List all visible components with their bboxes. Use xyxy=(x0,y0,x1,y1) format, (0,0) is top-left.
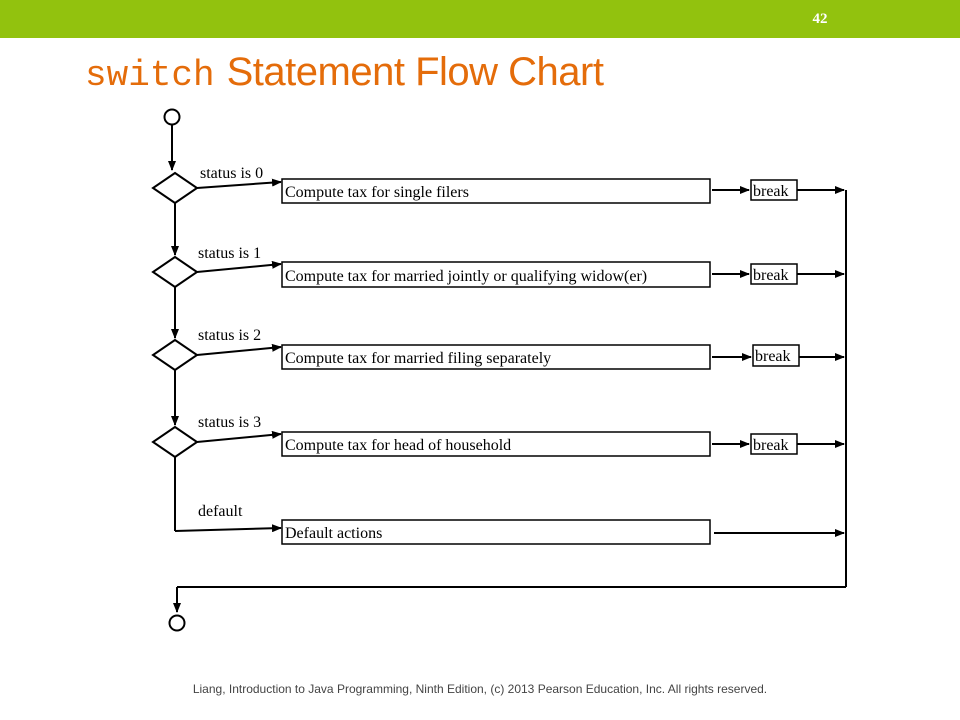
action-text-2: Compute tax for married filing separatel… xyxy=(285,350,551,367)
action-box-0 xyxy=(281,178,711,204)
case-label-2: status is 2 xyxy=(198,327,261,344)
main-flow-line xyxy=(168,124,179,531)
break-exit-arrows xyxy=(714,186,845,537)
slide-title: switch Statement Flow Chart xyxy=(85,50,604,100)
case-label-3: status is 3 xyxy=(198,414,261,431)
action-text-3: Compute tax for head of household xyxy=(285,437,511,454)
start-terminal xyxy=(163,108,181,126)
decision-diamond-1 xyxy=(151,255,199,289)
action-box-2 xyxy=(281,344,711,370)
decision-diamond-2 xyxy=(151,338,199,372)
decision-diamond-0 xyxy=(151,171,199,205)
action-box-1 xyxy=(281,261,711,288)
title-code: switch xyxy=(85,55,215,96)
break-text-3: break xyxy=(753,437,789,454)
exit-flow-line xyxy=(173,190,847,613)
break-text-2: break xyxy=(755,348,791,365)
break-box-2 xyxy=(752,344,800,367)
default-action-box xyxy=(281,519,711,545)
action-to-break-arrows xyxy=(712,186,752,448)
default-action-text: Default actions xyxy=(285,525,382,542)
action-text-1: Compute tax for married jointly or quali… xyxy=(285,268,647,285)
default-label: default xyxy=(198,503,243,520)
decision-diamond-3 xyxy=(151,425,199,459)
end-terminal xyxy=(168,614,186,632)
footer-copyright: Liang, Introduction to Java Programming,… xyxy=(192,682,768,696)
case-label-1: status is 1 xyxy=(198,245,261,262)
case-label-0: status is 0 xyxy=(200,165,263,182)
break-text-1: break xyxy=(753,267,789,284)
case-branch-arrows xyxy=(174,178,282,533)
title-text: Statement Flow Chart xyxy=(226,50,604,94)
break-text-0: break xyxy=(753,183,789,200)
action-text-0: Compute tax for single filers xyxy=(285,184,469,201)
slide-number: 42 xyxy=(812,11,828,27)
accent-bar xyxy=(0,0,960,38)
action-box-3 xyxy=(281,431,711,457)
